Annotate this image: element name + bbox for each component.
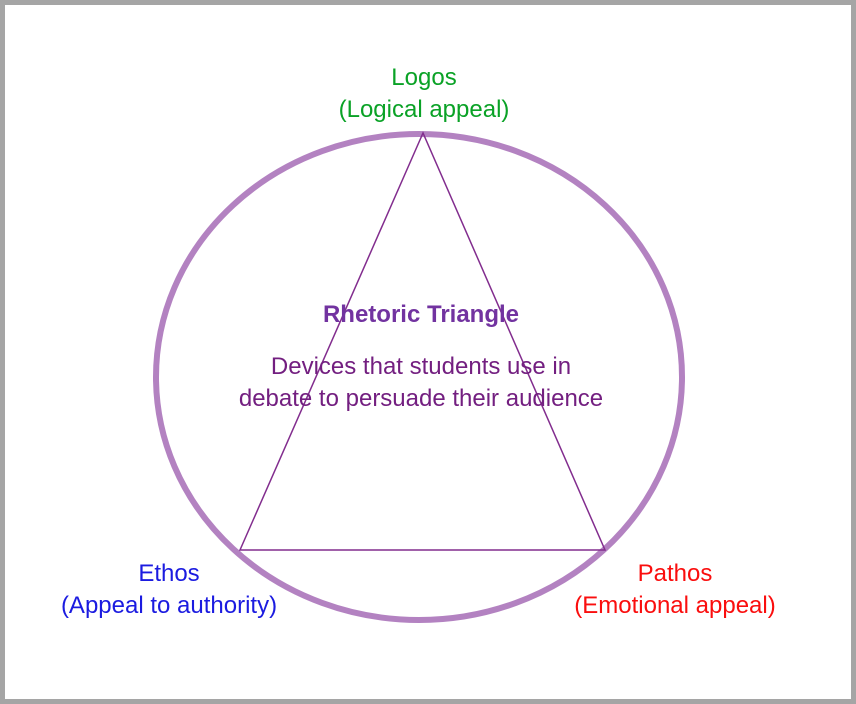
pathos-label: Pathos (Emotional appeal) [574,558,775,622]
ethos-label: Ethos (Appeal to authority) [61,558,277,622]
diagram-subtitle-line-2: debate to persuade their audience [238,385,604,412]
logos-label: Logos (Logical appeal) [339,62,510,126]
pathos-name: Pathos [637,560,713,587]
logos-name: Logos [391,64,457,91]
logos-description: (Logical appeal) [338,96,510,123]
center-text: Rhetoric Triangle Devices that students … [239,299,603,415]
diagram-title: Rhetoric Triangle [322,301,520,328]
ethos-description: (Appeal to authority) [60,592,278,619]
ethos-name: Ethos [138,560,200,587]
triangle-shape [238,131,607,551]
pathos-description: (Emotional appeal) [574,592,776,619]
circle-shape [153,131,685,623]
diagram-subtitle-line-1: Devices that students use in [270,353,572,380]
